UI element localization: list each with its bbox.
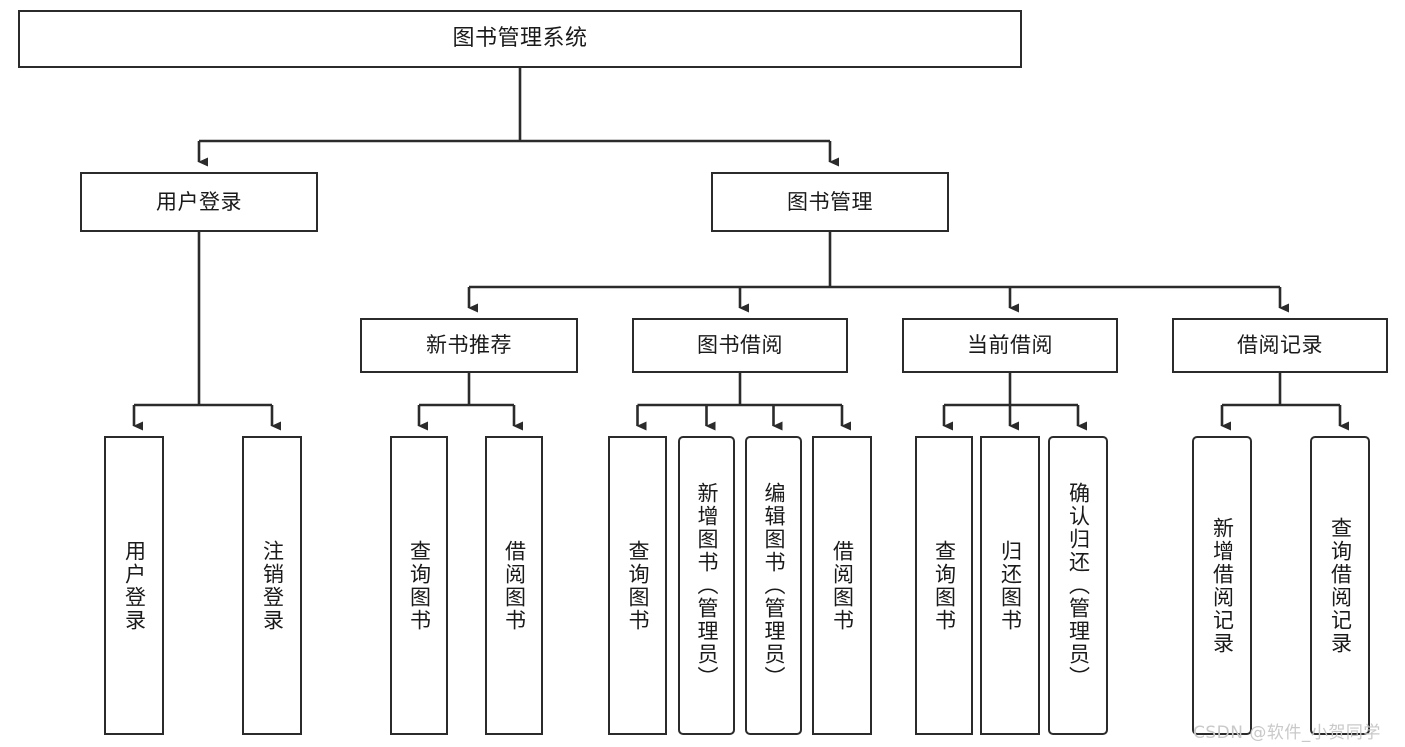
node-label: 图书管理系统	[452, 26, 588, 52]
node-label: 图书管理	[787, 189, 873, 214]
node-label: 新增图书（管理员）	[695, 482, 719, 689]
node-label: 查询图书	[932, 539, 957, 632]
node-l1b[interactable]: 图书管理	[711, 172, 949, 232]
node-u2[interactable]: 注销登录	[242, 436, 302, 735]
node-label: 新增借阅记录	[1210, 516, 1235, 655]
node-n1[interactable]: 查询图书	[390, 436, 448, 735]
node-label: 借阅记录	[1237, 333, 1323, 358]
node-root[interactable]: 图书管理系统	[18, 10, 1022, 68]
node-l2a[interactable]: 新书推荐	[360, 318, 578, 373]
node-label: 用户登录	[122, 539, 147, 632]
node-l1a[interactable]: 用户登录	[80, 172, 318, 232]
node-n2[interactable]: 借阅图书	[485, 436, 543, 735]
edge-group	[132, 68, 1349, 431]
node-label: 编辑图书（管理员）	[762, 482, 786, 689]
node-c2[interactable]: 归还图书	[980, 436, 1040, 735]
node-b2[interactable]: 新增图书（管理员）	[678, 436, 735, 735]
node-label: 查询借阅记录	[1328, 516, 1353, 655]
node-label: 图书借阅	[697, 333, 783, 358]
node-u1[interactable]: 用户登录	[104, 436, 164, 735]
node-b4[interactable]: 借阅图书	[812, 436, 872, 735]
node-label: 确认归还（管理员）	[1066, 482, 1091, 689]
node-label: 借阅图书	[502, 539, 527, 632]
node-label: 借阅图书	[830, 539, 855, 632]
node-label: 查询图书	[407, 539, 432, 632]
node-r2[interactable]: 查询借阅记录	[1310, 436, 1370, 735]
node-c3[interactable]: 确认归还（管理员）	[1048, 436, 1108, 735]
node-c1[interactable]: 查询图书	[915, 436, 973, 735]
node-label: 用户登录	[156, 189, 242, 214]
node-label: 当前借阅	[967, 333, 1053, 358]
node-l2c[interactable]: 当前借阅	[902, 318, 1118, 373]
node-label: 注销登录	[260, 539, 285, 632]
node-b3[interactable]: 编辑图书（管理员）	[745, 436, 802, 735]
node-label: 归还图书	[998, 539, 1023, 632]
node-b1[interactable]: 查询图书	[608, 436, 667, 735]
node-r1[interactable]: 新增借阅记录	[1192, 436, 1252, 735]
node-l2b[interactable]: 图书借阅	[632, 318, 848, 373]
node-label: 查询图书	[626, 539, 650, 632]
node-label: 新书推荐	[426, 333, 512, 358]
node-l2d[interactable]: 借阅记录	[1172, 318, 1388, 373]
